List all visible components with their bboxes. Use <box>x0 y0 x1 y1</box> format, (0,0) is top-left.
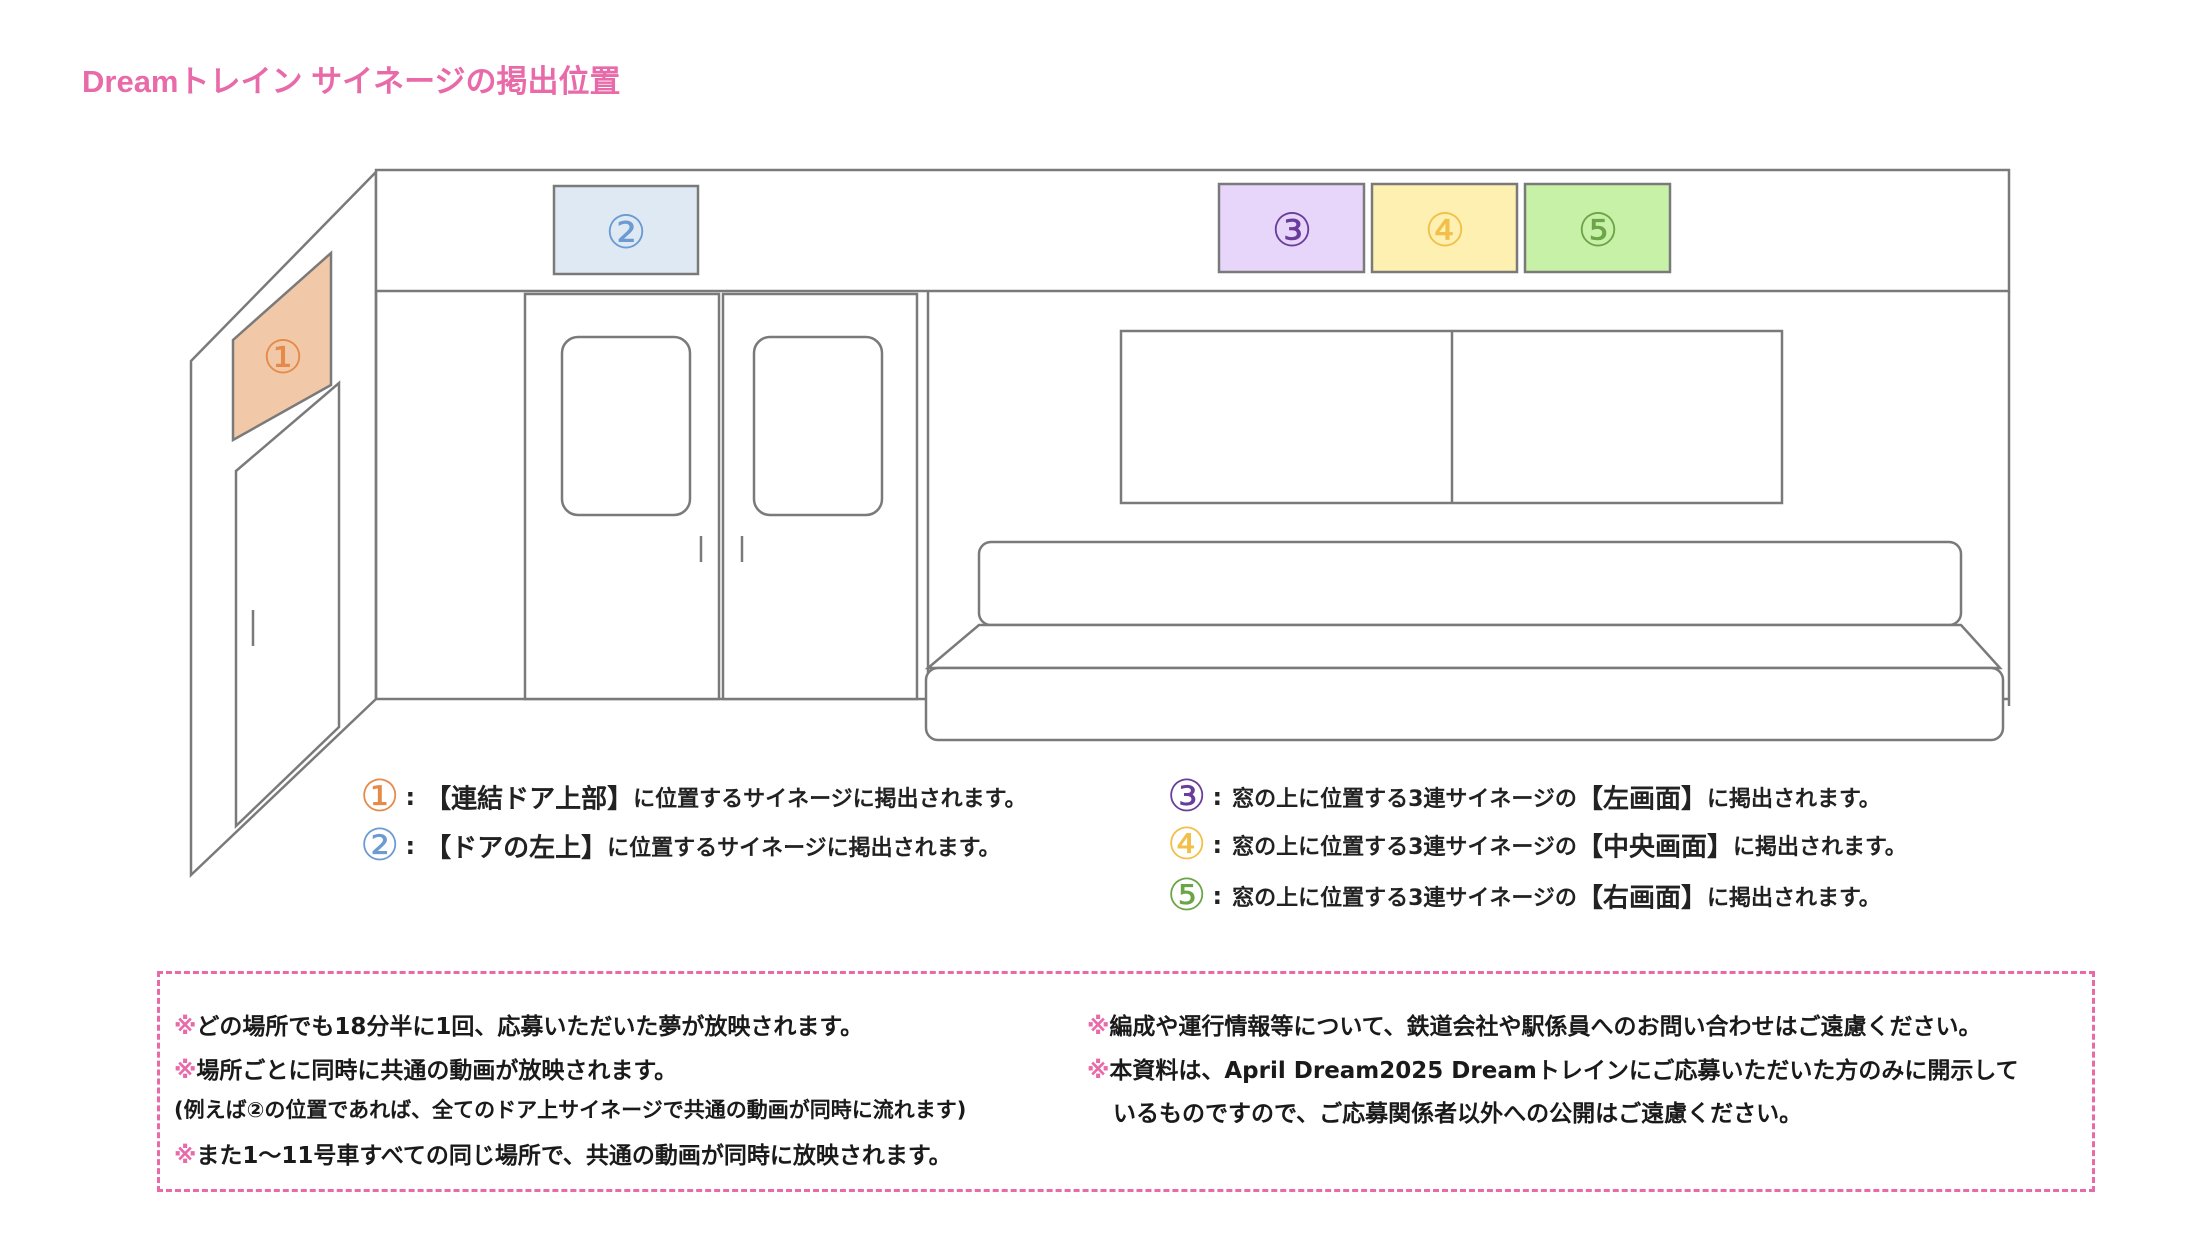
signage-screen-1 <box>231 250 333 443</box>
legend-text: に位置するサイネージに掲出されます。 <box>633 787 1027 812</box>
seat-back <box>977 540 1963 627</box>
legend-emphasis: 【連結ドア上部】 <box>425 784 634 815</box>
note-text: どの場所でも18分半に1回、応募いただいた夢が放映されます。 <box>196 1014 864 1040</box>
signage-label-5: ⑤ <box>1577 203 1618 257</box>
note-left-2: ※場所ごとに同時に共通の動画が放映されます。 <box>174 1051 677 1085</box>
signage-label-4: ④ <box>1424 203 1465 257</box>
page-title: Dreamトレイン サイネージの掲出位置 <box>82 64 621 99</box>
signage-screen-3 <box>1217 182 1366 274</box>
signage-label-2: ② <box>605 205 646 259</box>
note-right-3: いるものですので、ご応募関係者以外への公開はご遠慮ください。 <box>1113 1101 1803 1127</box>
note-mark: ※ <box>174 1014 197 1040</box>
door-left-window <box>560 335 692 517</box>
note-mark: ※ <box>1087 1014 1110 1040</box>
signage-screen-4 <box>1370 182 1519 274</box>
note-text: 本資料は、April Dream2025 Dreamトレインにご応募いただいた方… <box>1109 1058 2019 1084</box>
signage-screen-5 <box>1523 182 1672 274</box>
note-right-1: ※編成や運行情報等について、鉄道会社や駅係員へのお問い合わせはご遠慮ください。 <box>1087 1007 1982 1041</box>
seat-cushion <box>924 666 2005 742</box>
legend-text: に位置するサイネージに掲出されます。 <box>607 836 1001 861</box>
legend-colon: : <box>1212 831 1223 859</box>
legend-emphasis: 【左画面】 <box>1576 784 1707 815</box>
legend-colon: : <box>1212 783 1223 811</box>
legend-text-pre: 窓の上に位置する3連サイネージの <box>1232 787 1577 812</box>
legend-number-4: ④ <box>1167 819 1207 870</box>
legend-emphasis: 【右画面】 <box>1576 883 1707 914</box>
legend-number-3: ③ <box>1167 771 1207 822</box>
legend-text: に掲出されます。 <box>1706 787 1881 812</box>
note-right-2: ※本資料は、April Dream2025 Dreamトレインにご応募いただいた… <box>1087 1051 2019 1085</box>
signage-label-3: ③ <box>1271 203 1312 257</box>
door-right-window <box>752 335 884 517</box>
notes-box: ※どの場所でも18分半に1回、応募いただいた夢が放映されます。 ※場所ごとに同時… <box>157 971 2095 1192</box>
legend-emphasis: 【ドアの左上】 <box>425 833 608 864</box>
legend-item-3: ③:窓の上に位置する3連サイネージの【左画面】に掲出されます。 <box>1167 775 1881 819</box>
legend-number-2: ② <box>360 820 400 871</box>
legend-colon: : <box>1212 882 1223 910</box>
signage-screen-2 <box>552 184 700 276</box>
note-mark: ※ <box>174 1143 197 1169</box>
legend-emphasis: 【中央画面】 <box>1576 832 1733 863</box>
legend-item-2: ②:【ドアの左上】に位置するサイネージに掲出されます。 <box>360 824 1000 868</box>
legend-number-1: ① <box>360 771 400 822</box>
note-mark: ※ <box>174 1058 197 1084</box>
legend-text: に掲出されます。 <box>1732 835 1907 860</box>
legend-colon: : <box>405 832 416 860</box>
connecting-door <box>234 380 341 829</box>
note-text: また1〜11号車すべての同じ場所で、共通の動画が同時に放映されます。 <box>196 1143 952 1169</box>
legend-item-5: ⑤:窓の上に位置する3連サイネージの【右画面】に掲出されます。 <box>1167 874 1881 918</box>
note-text: 場所ごとに同時に共通の動画が放映されます。 <box>196 1058 678 1084</box>
note-left-example: (例えば②の位置であれば、全てのドア上サイネージで共通の動画が同時に流れます) <box>174 1098 967 1122</box>
legend-text: に掲出されます。 <box>1706 886 1881 911</box>
legend-item-4: ④:窓の上に位置する3連サイネージの【中央画面】に掲出されます。 <box>1167 823 1907 867</box>
note-text: 編成や運行情報等について、鉄道会社や駅係員へのお問い合わせはご遠慮ください。 <box>1109 1014 1982 1040</box>
legend-text-pre: 窓の上に位置する3連サイネージの <box>1232 835 1577 860</box>
seat-top <box>924 623 2003 670</box>
legend-text-pre: 窓の上に位置する3連サイネージの <box>1232 886 1577 911</box>
note-mark: ※ <box>1087 1058 1110 1084</box>
note-left-3: ※また1〜11号車すべての同じ場所で、共通の動画が同時に放映されます。 <box>174 1136 952 1170</box>
legend-colon: : <box>405 783 416 811</box>
legend-item-1: ①:【連結ドア上部】に位置するサイネージに掲出されます。 <box>360 775 1026 819</box>
note-left-1: ※どの場所でも18分半に1回、応募いただいた夢が放映されます。 <box>174 1007 863 1041</box>
legend-number-5: ⑤ <box>1167 870 1207 921</box>
signage-label-1: ① <box>262 330 303 384</box>
